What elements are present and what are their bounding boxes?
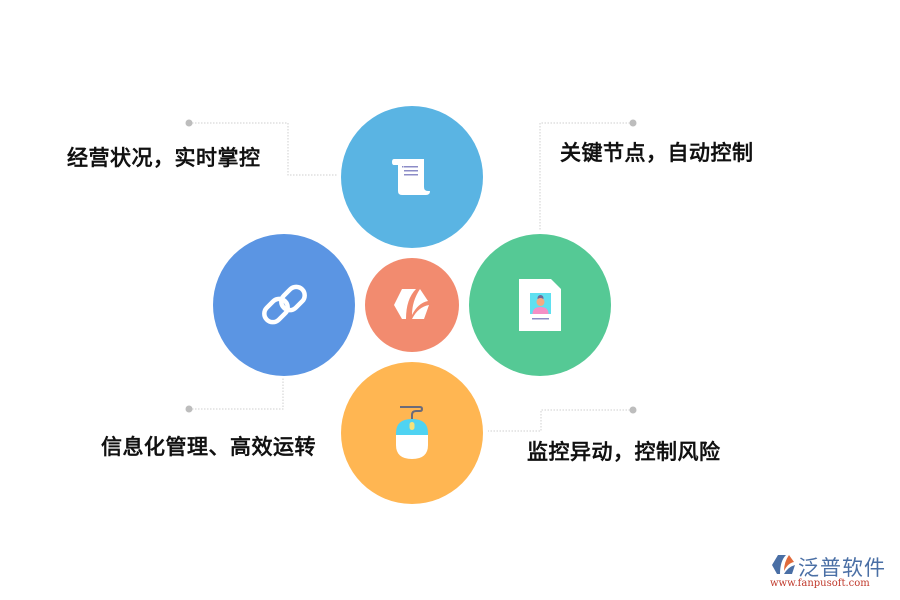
scroll-document-icon	[392, 159, 430, 195]
connector-dot-bottom-right	[629, 406, 637, 414]
fanpu-logo-icon	[772, 555, 795, 574]
center-brand-circle	[365, 258, 459, 352]
node-left-circle	[213, 234, 355, 376]
computer-mouse-icon	[396, 406, 428, 459]
chain-link-icon	[262, 284, 307, 325]
node-top-circle	[341, 106, 483, 248]
brand-logo-icon	[394, 289, 429, 319]
connector-dot-top-left	[185, 119, 193, 127]
connector-dot-bottom-left	[185, 405, 193, 413]
label-bottom-right: 监控异动，控制风险	[527, 440, 721, 464]
connector-dot-top-right	[629, 119, 637, 127]
label-top-right: 关键节点，自动控制	[560, 141, 754, 165]
watermark-logo: 泛普软件 www.fanpusoft.com	[770, 552, 895, 592]
label-top-left: 经营状况，实时掌控	[67, 146, 261, 170]
label-bottom-left: 信息化管理、高效运转	[101, 435, 316, 459]
watermark-url: www.fanpusoft.com	[770, 578, 870, 589]
node-right-circle	[469, 234, 611, 376]
id-card-document-icon	[519, 279, 561, 331]
node-bottom-circle	[341, 362, 483, 504]
watermark-name: 泛普软件	[798, 556, 886, 580]
